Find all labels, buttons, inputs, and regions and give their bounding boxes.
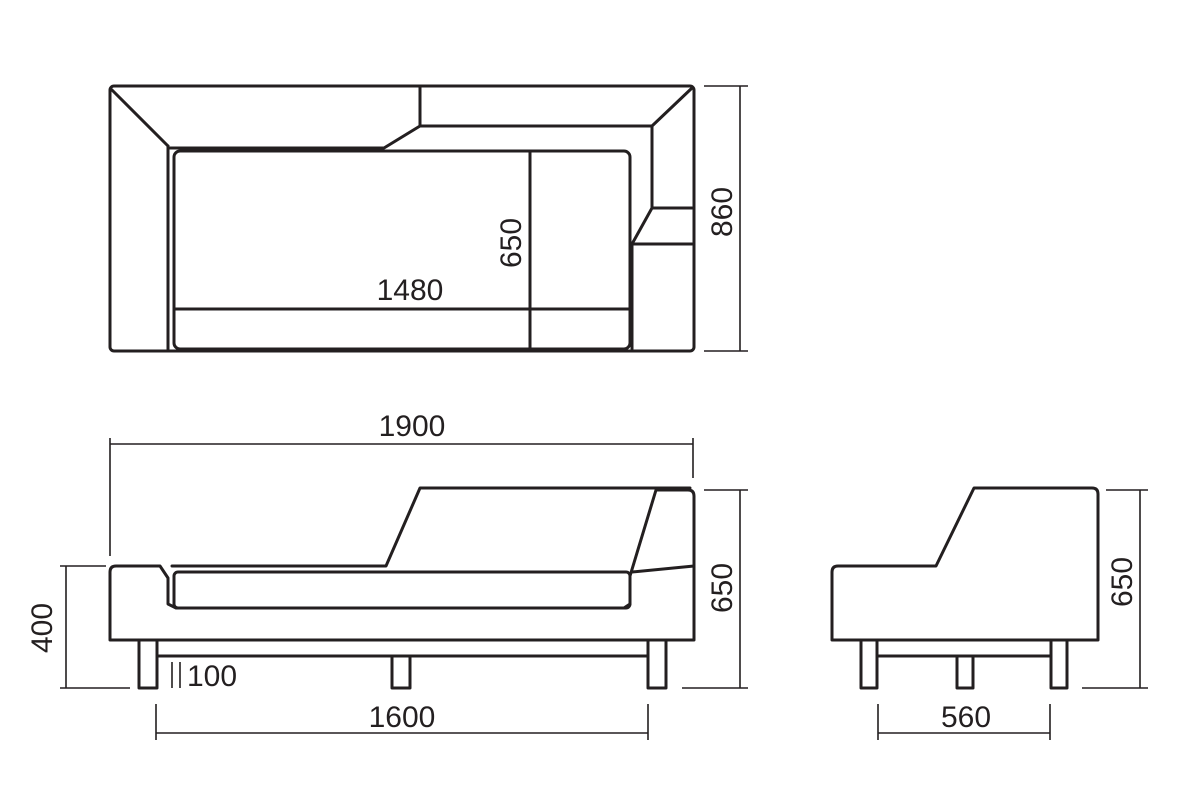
dim-top-inner-width: 1480 — [377, 274, 444, 307]
front-view: 1900 400 100 1600 650 — [26, 410, 748, 740]
front-leg-right — [646, 638, 668, 690]
side-leg-back — [1049, 638, 1069, 690]
dim-top-total-depth: 860 — [706, 187, 739, 237]
dim-front-height: 650 — [706, 563, 739, 613]
front-backrest — [170, 486, 692, 568]
side-sofa-body — [830, 486, 1100, 642]
dim-side-height: 650 — [1106, 557, 1139, 607]
top-arm-corner — [650, 124, 694, 210]
top-outer-frame — [108, 84, 696, 353]
dim-line-front-seat-height — [60, 565, 130, 689]
side-view: 650 560 — [830, 486, 1148, 740]
dim-line-front-width — [109, 438, 694, 556]
top-backrest-left — [110, 88, 170, 148]
front-seat-cushion — [172, 570, 632, 610]
side-leg-middle — [955, 654, 975, 690]
top-view: 1480 650 860 — [108, 84, 748, 353]
dim-line-front-height — [682, 489, 748, 689]
side-leg-front — [859, 638, 879, 690]
dim-line-front-leg-height — [171, 662, 181, 688]
dim-line-side-leg-span — [877, 704, 1051, 740]
dim-side-leg-span: 560 — [941, 701, 991, 734]
dim-front-leg-height: 100 — [187, 660, 237, 693]
dim-top-inner-depth: 650 — [495, 218, 528, 268]
dim-line-front-leg-span — [155, 704, 649, 740]
front-leg-middle — [390, 654, 412, 690]
dim-front-total-width: 1900 — [379, 410, 446, 443]
top-arm-bevel — [630, 206, 694, 246]
dim-front-leg-span: 1600 — [369, 701, 436, 734]
dim-front-seat-height: 400 — [26, 603, 59, 653]
dim-line-top-depth — [704, 85, 748, 352]
front-leg-left — [137, 638, 159, 690]
top-backrest-step — [168, 85, 422, 150]
dim-line-side-height — [1082, 489, 1148, 689]
front-arm-right-inner — [630, 564, 696, 574]
top-seat-cushion — [172, 149, 632, 351]
top-backrest-right — [418, 86, 694, 128]
